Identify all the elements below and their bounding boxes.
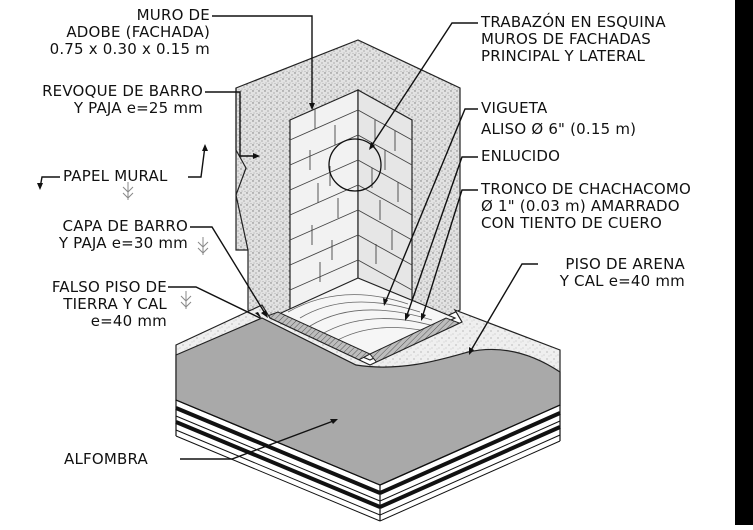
label-log-line3: CON TIENTO DE CUERO: [481, 214, 663, 232]
label-log-line1: TRONCO DE CHACHACOMO: [481, 180, 691, 198]
label-adobe-wall-line3: 0.75 x 0.30 x 0.15 m: [49, 40, 210, 58]
label-corner-bond-line1: TRABAZÓN EN ESQUINA: [481, 13, 666, 31]
label-corner-bond: TRABAZÓN EN ESQUINA MUROS DE FACHADAS PR…: [481, 14, 666, 65]
label-mud-layer-line1: CAPA DE BARRO: [62, 217, 188, 235]
floor-layers-left: [175, 399, 381, 522]
label-false-floor-line1: FALSO PISO DE: [51, 278, 167, 296]
label-mud-layer-line2: Y PAJA e=30 mm: [58, 234, 188, 252]
label-render: ENLUCIDO: [481, 148, 560, 165]
label-corner-bond-line3: PRINCIPAL Y LATERAL: [481, 47, 646, 65]
right-edge-bar: [735, 0, 753, 525]
label-wallpaper-line1: PAPEL MURAL: [63, 167, 168, 185]
label-carpet: ALFOMBRA: [64, 451, 148, 468]
label-log-line2: Ø 1" (0.03 m) AMARRADO: [481, 197, 680, 215]
floor-layers-right: [379, 404, 561, 522]
leader-lines: [39, 15, 538, 460]
label-adobe-wall-line1: MURO DE: [136, 6, 210, 24]
wall-plaster-edge: [235, 88, 249, 251]
label-joist-line2: ALISO Ø 6" (0.15 m): [481, 120, 637, 138]
adobe-brick-courses: [289, 109, 413, 291]
label-plaster-line1: REVOQUE DE BARRO: [42, 82, 203, 100]
straw-symbols: [122, 182, 209, 309]
label-sand-floor: PISO DE ARENA Y CAL e=40 mm: [560, 256, 685, 290]
label-false-floor: FALSO PISO DE TIERRA Y CAL e=40 mm: [52, 279, 167, 330]
label-mud-layer: CAPA DE BARRO Y PAJA e=30 mm: [59, 218, 188, 252]
label-corner-bond-line2: MUROS DE FACHADAS: [481, 30, 651, 48]
label-log: TRONCO DE CHACHACOMO Ø 1" (0.03 m) AMARR…: [481, 181, 691, 232]
label-plaster-line2: Y PAJA e=25 mm: [73, 99, 203, 117]
leader-arrowheads: [37, 103, 474, 424]
label-render-line1: ENLUCIDO: [481, 147, 561, 165]
label-adobe-wall: MURO DE ADOBE (FACHADA) 0.75 x 0.30 x 0.…: [50, 7, 210, 58]
corner-bond-highlight-circle: [328, 138, 382, 192]
label-sand-floor-line1: PISO DE ARENA: [565, 255, 685, 273]
label-sand-floor-line2: Y CAL e=40 mm: [559, 272, 685, 290]
label-joist: VIGUETA ALISO Ø 6" (0.15 m): [481, 100, 636, 138]
label-carpet-line1: ALFOMBRA: [64, 450, 148, 468]
label-joist-line1: VIGUETA: [481, 99, 548, 117]
label-plaster: REVOQUE DE BARRO Y PAJA e=25 mm: [42, 83, 203, 117]
label-wallpaper: PAPEL MURAL: [63, 168, 168, 185]
carpet-surface: [175, 317, 561, 486]
label-adobe-wall-line2: ADOBE (FACHADA): [66, 23, 210, 41]
label-false-floor-line2: TIERRA Y CAL: [63, 295, 167, 313]
label-false-floor-line3: e=40 mm: [90, 312, 167, 330]
